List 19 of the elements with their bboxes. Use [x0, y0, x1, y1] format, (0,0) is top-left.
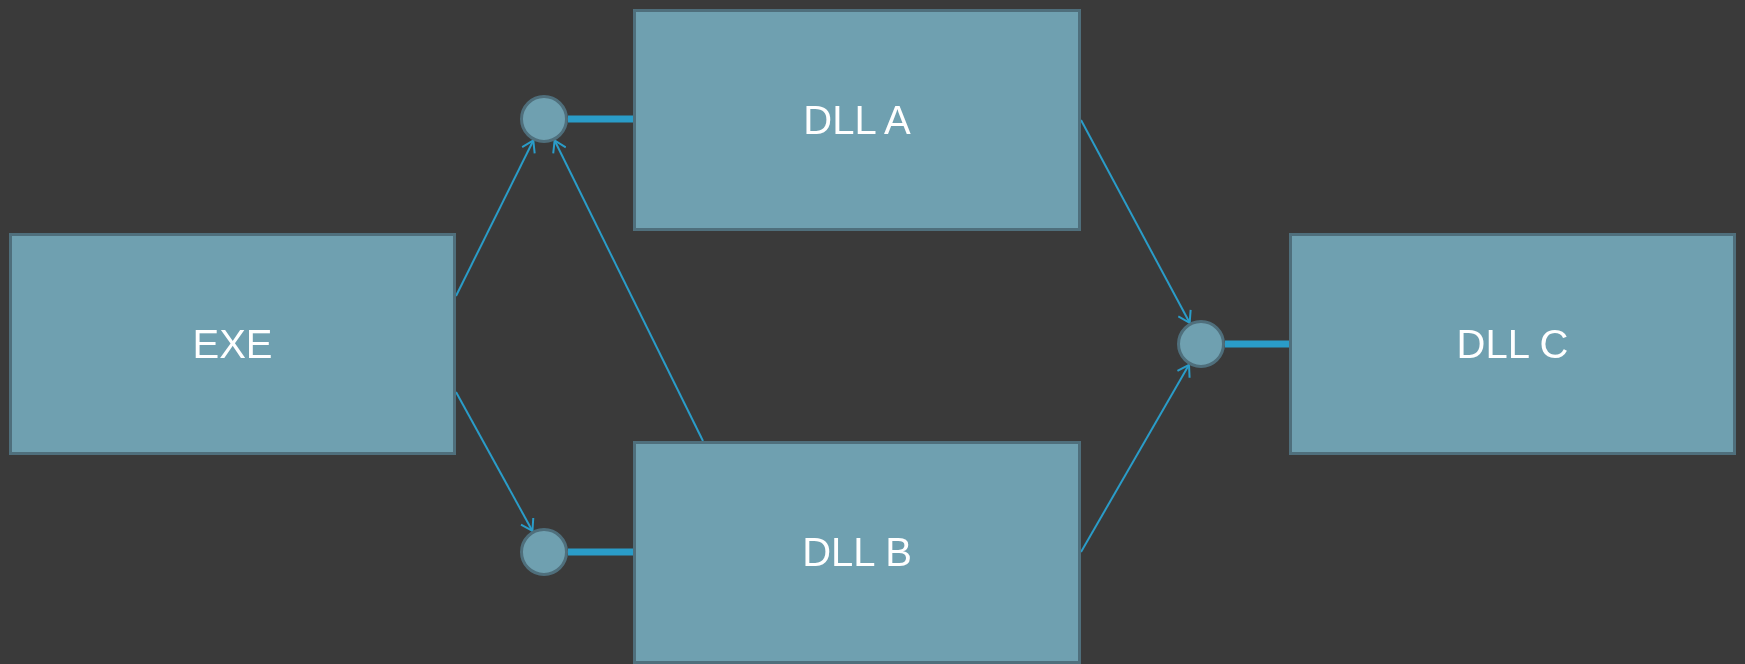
connector-line: [1225, 340, 1289, 348]
arrow: [1080, 119, 1192, 324]
arrow: [552, 139, 704, 442]
connector-line: [568, 115, 633, 123]
interface-circle: [520, 95, 568, 143]
module-label: DLL C: [1456, 321, 1569, 367]
arrow: [455, 391, 535, 532]
module-box: [9, 233, 456, 455]
interface-circle: [1177, 320, 1225, 368]
interface-circle: [520, 528, 568, 576]
module-box: [1289, 233, 1736, 455]
arrow: [455, 139, 536, 297]
arrow: [1080, 363, 1191, 553]
module-label: DLL B: [802, 530, 912, 575]
module-box: [633, 441, 1081, 664]
connector-line: [568, 548, 633, 556]
module-label: DLL A: [803, 97, 911, 143]
module-box: [633, 9, 1081, 231]
module-label: EXE: [192, 321, 273, 367]
